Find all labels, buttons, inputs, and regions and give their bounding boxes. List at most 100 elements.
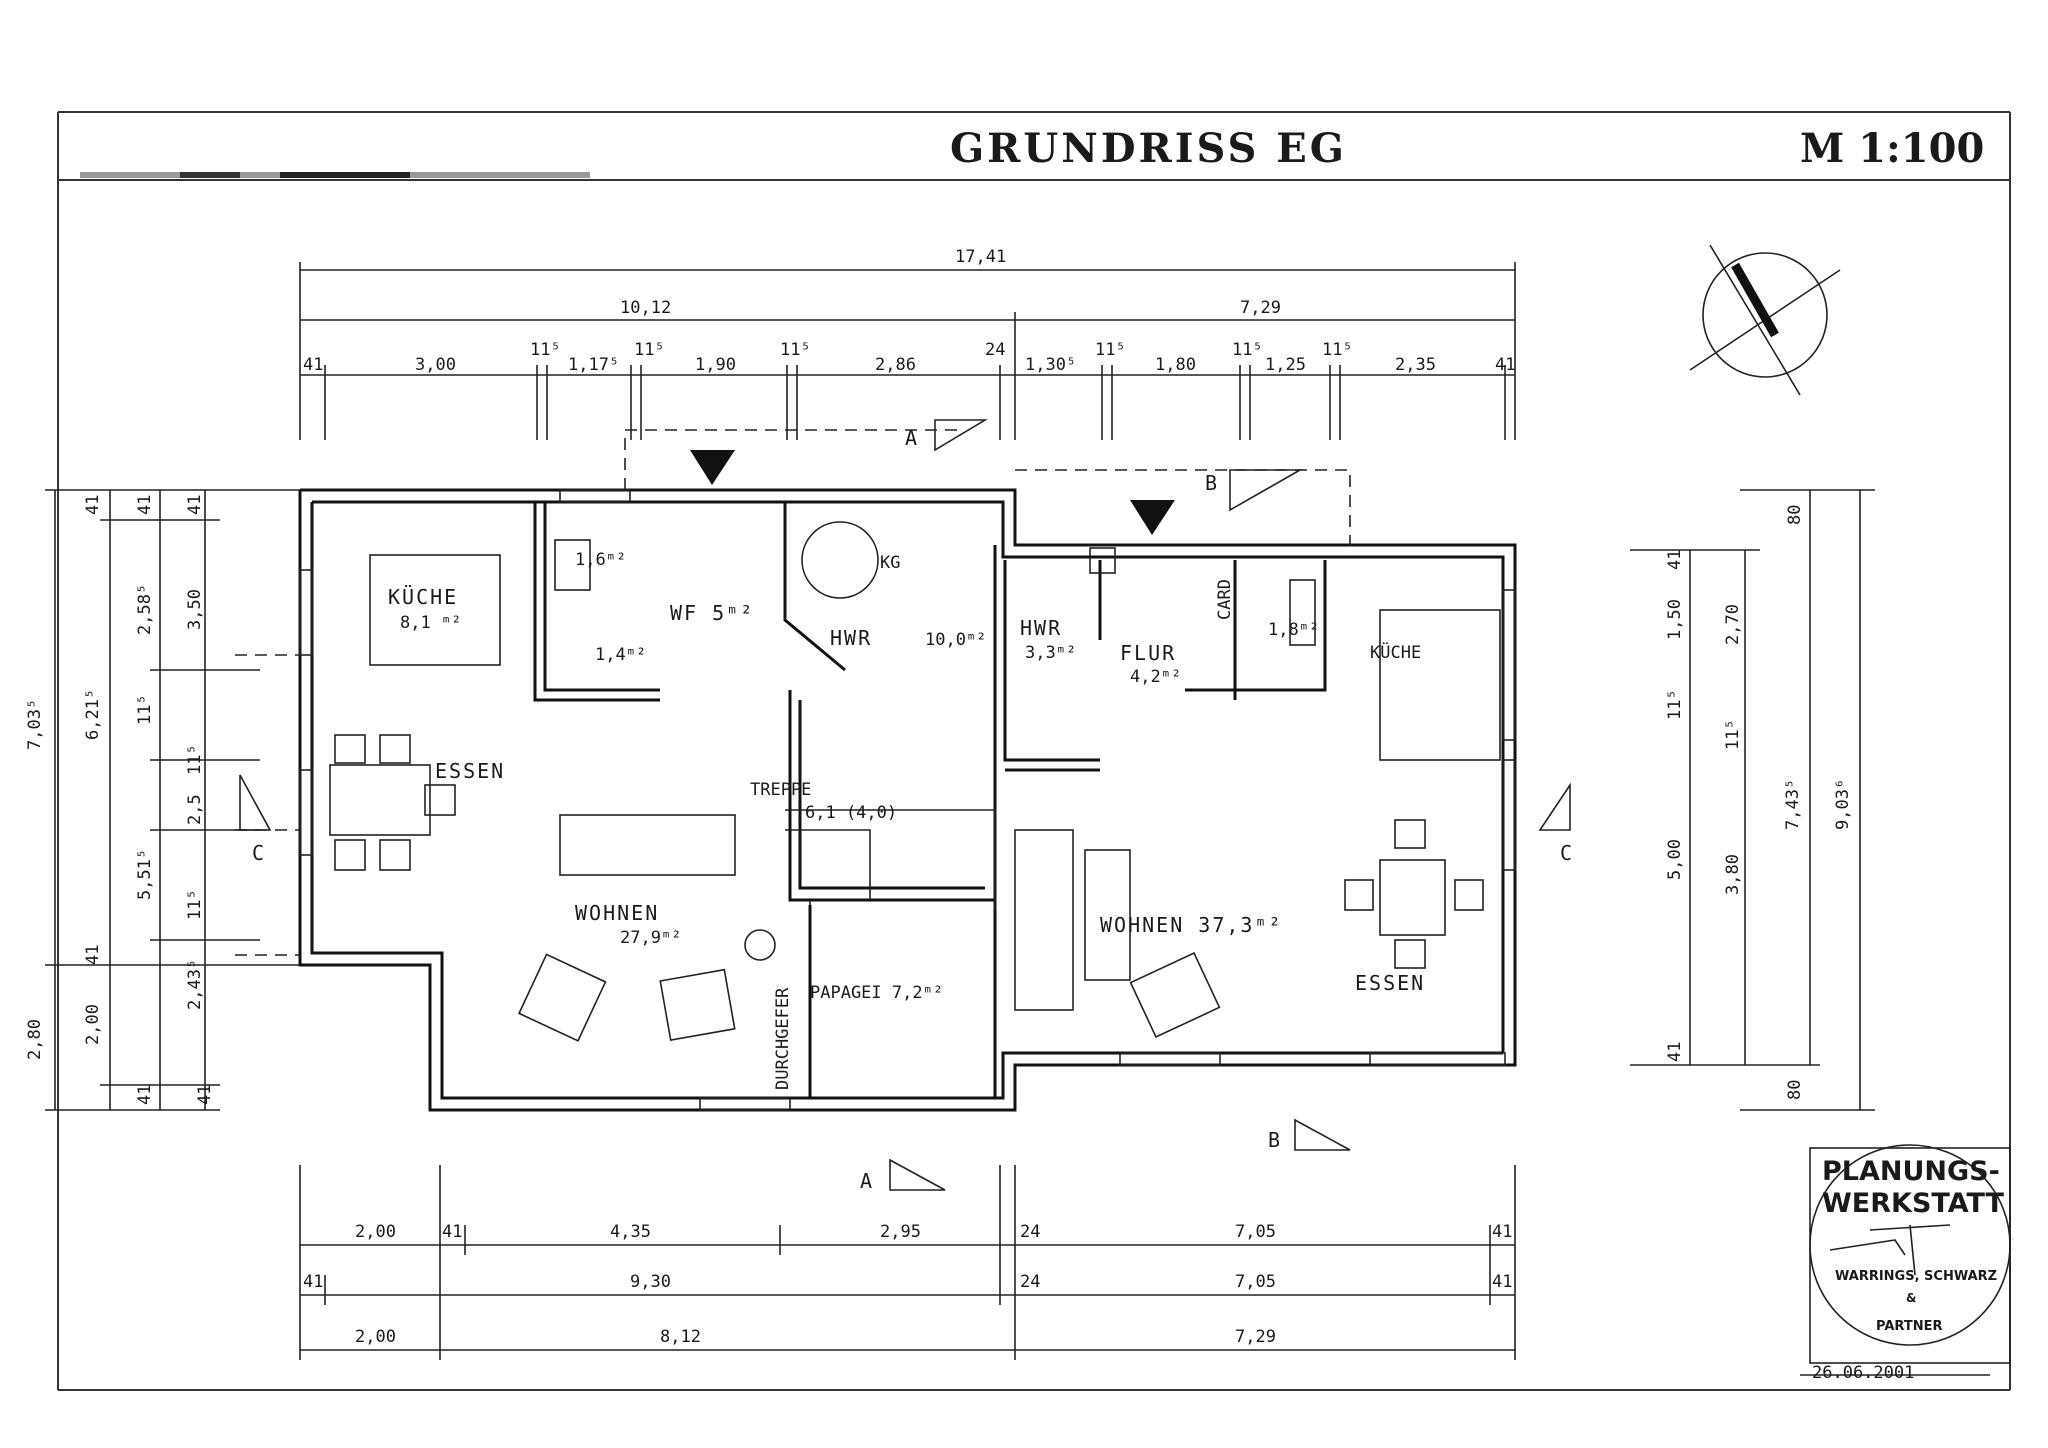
office-stamp: PLANUNGS- WERKSTATT WARRINGS, SCHWARZ & … xyxy=(1800,1144,2011,1383)
entrance-arrow-icon xyxy=(1130,500,1175,535)
dim-left-inner: 3,50 xyxy=(185,589,205,630)
section-mark-a-top: A xyxy=(905,426,919,450)
stamp-line4: & xyxy=(1906,1291,1916,1305)
room-label-kg: KG xyxy=(880,553,900,573)
dim-left-inner: 41 xyxy=(195,1085,215,1105)
dim-seg: 2,86 xyxy=(875,355,916,375)
room-label-papagei: PAPAGEI 7,2ᵐ² xyxy=(810,983,943,1003)
dim-bottom-row1: 7,05 xyxy=(1235,1222,1276,1242)
dim-seg: 41 xyxy=(303,355,323,375)
stamp-line5: PARTNER xyxy=(1876,1319,1942,1334)
dim-right-middle: 11⁵ xyxy=(1723,719,1743,750)
dim-right-inner: 1,50 xyxy=(1665,599,1685,640)
dim-bottom-row1: 4,35 xyxy=(610,1222,651,1242)
dim-left-middle: 6,21⁵ xyxy=(83,689,103,740)
sheet-scale: M 1:100 xyxy=(1800,125,1984,172)
room-label-kueche-left: KÜCHE xyxy=(388,585,458,609)
dim-right-middle: 7,43⁵ xyxy=(1783,779,1803,830)
dim-bottom-row3: 8,12 xyxy=(660,1327,701,1347)
right-dimensions: 80 9,03⁶ 80 2,70 11⁵ 7,43⁵ 3,80 41 1,50 … xyxy=(1630,489,1875,1111)
dim-left-middle: 2,00 xyxy=(83,1004,103,1045)
room-label-wohnen-left: WOHNEN xyxy=(575,901,659,925)
room-detail-treppe: 6,1 (4,0) xyxy=(805,803,897,823)
dim-right-inner: 5,00 xyxy=(1665,839,1685,880)
dim-left-inner: 2,5 xyxy=(185,794,205,825)
dim-left-inner: 41 xyxy=(135,1085,155,1105)
dim-left-inner: 41 xyxy=(83,495,103,515)
dim-seg: 1,80 xyxy=(1155,355,1196,375)
section-marks: C C B B A A xyxy=(239,419,1574,1193)
dim-right-inner: 41 xyxy=(1665,550,1685,570)
section-mark-b-top: B xyxy=(1205,471,1219,495)
dim-left-width: 10,12 xyxy=(620,298,671,318)
dim-right-middle: 2,70 xyxy=(1723,604,1743,645)
dim-total-width: 17,41 xyxy=(955,247,1006,267)
dim-left-inner: 41 xyxy=(185,495,205,515)
section-mark-c-left: C xyxy=(252,841,266,865)
dim-right-middle: 3,80 xyxy=(1723,854,1743,895)
room-label-flur: FLUR xyxy=(1120,641,1176,665)
dim-left-outer-total: 7,03⁵ xyxy=(25,699,45,750)
dim-right-inner: 41 xyxy=(1665,1042,1685,1062)
dim-right-outer: 9,03⁶ xyxy=(1833,779,1853,830)
dim-left-inner: 11⁵ xyxy=(185,889,205,920)
north-arrow-icon xyxy=(1689,244,1841,396)
room-label-kueche-right: KÜCHE xyxy=(1370,641,1421,663)
dim-right-outer: 80 xyxy=(1785,505,1805,525)
stamp-line3: WARRINGS, SCHWARZ xyxy=(1835,1269,1997,1284)
stamp-line2: WERKSTATT xyxy=(1822,1188,2005,1219)
room-label-treppe: TREPPE xyxy=(750,780,811,800)
section-mark-a-bottom: A xyxy=(860,1169,874,1193)
dim-bottom-row1: 24 xyxy=(1020,1222,1040,1242)
left-dimensions: 7,03⁵ 2,80 6,21⁵ 5,51⁵ 2,00 41 41 41 2,5… xyxy=(25,489,300,1111)
dim-right-inner: 11⁵ xyxy=(1665,689,1685,720)
dim-seg: 11⁵ xyxy=(1232,340,1263,360)
room-label-hwr-right: HWR xyxy=(1020,616,1062,640)
room-area-wc: 1,6ᵐ² xyxy=(575,550,626,570)
room-area-flur: 4,2ᵐ² xyxy=(1130,667,1181,687)
dim-bottom-row1: 41 xyxy=(1492,1222,1512,1242)
room-label-essen-left: ESSEN xyxy=(435,759,505,783)
section-mark-b-bottom: B xyxy=(1268,1128,1282,1152)
dim-bottom-row3: 2,00 xyxy=(355,1327,396,1347)
dim-seg: 11⁵ xyxy=(1095,340,1126,360)
dim-right-width: 7,29 xyxy=(1240,298,1281,318)
dim-left-inner: 2,43⁵ xyxy=(185,959,205,1010)
dim-left-inner: 41 xyxy=(135,495,155,515)
room-label-essen-right: ESSEN xyxy=(1355,971,1425,995)
sheet-frame xyxy=(57,111,2011,1391)
room-label-card: CARD xyxy=(1215,579,1235,620)
dim-bottom-row2: 9,30 xyxy=(630,1272,671,1292)
section-mark-c-right: C xyxy=(1560,841,1574,865)
dim-seg: 11⁵ xyxy=(634,340,665,360)
dim-bottom-row2: 7,05 xyxy=(1235,1272,1276,1292)
top-dimensions: 17,41 10,12 7,29 41 3,00 11⁵ 1,17⁵ 11⁵ 1… xyxy=(299,247,1516,440)
dim-seg: 11⁵ xyxy=(780,340,811,360)
dim-seg: 24 xyxy=(985,340,1005,360)
dim-left-inner: 11⁵ xyxy=(185,744,205,775)
dim-seg: 3,00 xyxy=(415,355,456,375)
dim-seg: 1,30⁵ xyxy=(1025,355,1076,375)
roof-outline xyxy=(235,429,1351,956)
room-label-wohnen-right: WOHNEN 37,3ᵐ² xyxy=(1100,913,1283,937)
dim-seg: 11⁵ xyxy=(1322,340,1353,360)
dim-seg: 11⁵ xyxy=(530,340,561,360)
floor-plan-walls xyxy=(298,488,1517,1112)
room-label-wf: WF 5ᵐ² xyxy=(670,601,754,625)
stamp-line1: PLANUNGS- xyxy=(1822,1156,2000,1187)
room-area-hwr-left: 10,0ᵐ² xyxy=(925,630,986,650)
furniture xyxy=(329,521,1501,1042)
dim-seg: 41 xyxy=(1495,355,1515,375)
dim-bottom-row1: 2,95 xyxy=(880,1222,921,1242)
sheet-title: GRUNDRISS EG xyxy=(950,125,1347,172)
room-area-hwr-right: 3,3ᵐ² xyxy=(1025,643,1076,663)
dim-left-inner: 11⁵ xyxy=(135,694,155,725)
dim-seg: 2,35 xyxy=(1395,355,1436,375)
dim-left-outer-bottom: 2,80 xyxy=(25,1019,45,1060)
room-label-durchgefer: DURCHGEFER xyxy=(773,987,793,1090)
dim-bottom-row1: 2,00 xyxy=(355,1222,396,1242)
dim-bottom-row1: 41 xyxy=(442,1222,462,1242)
room-area-bath: 1,8ᵐ² xyxy=(1268,620,1319,640)
bottom-dimensions: 2,00 41 4,35 2,95 24 7,05 41 41 9,30 24 … xyxy=(299,1165,1516,1360)
stamp-date: 26.06.2001 xyxy=(1812,1363,1914,1383)
